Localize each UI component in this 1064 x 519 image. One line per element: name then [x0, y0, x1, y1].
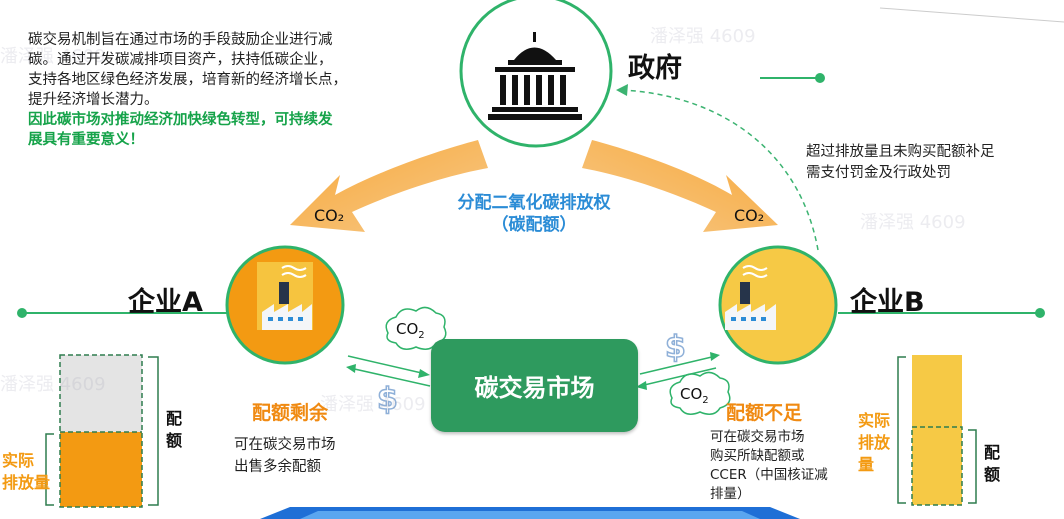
company-b-quota-bracket — [968, 429, 977, 504]
intro-line: 支持各地区绿色经济发展，培育新的经济增长点， — [28, 72, 347, 88]
government-label: 政府 — [628, 53, 682, 84]
factory-icon-b — [725, 265, 776, 330]
company-b-actual-bar — [912, 355, 962, 505]
description-line: CCER（中国核证减 — [710, 467, 828, 483]
co2-cloud-a — [385, 306, 447, 350]
description-line: 出售多余配额 — [234, 459, 321, 475]
intro-paragraph: 碳交易机制旨在通过市场的手段鼓励企业进行减 碳。通过开发碳减排项目资产，扶持低碳… — [28, 30, 428, 150]
co2-label-right: CO₂ — [734, 206, 765, 225]
description-line: 排量） — [710, 486, 751, 502]
description-line: 可在碳交易市场 — [710, 429, 805, 445]
company-a-quota-bracket — [148, 356, 159, 506]
quota-char: 额 — [166, 431, 183, 450]
watermark: 潘泽强 4609 — [860, 212, 966, 233]
penalty-line: 需支付罚金及行政处罚 — [806, 165, 951, 181]
market-to-b-arrow — [639, 355, 717, 375]
intro-conclusion: 因此碳市场对推动经济加快绿色转型，可持续发 — [28, 112, 333, 128]
intro-line: 碳交易机制旨在通过市场的手段鼓励企业进行减 — [28, 32, 333, 48]
company-a-description: 可在碳交易市场 出售多余配额 — [234, 434, 336, 478]
penalty-line: 超过排放量且未购买配额补足 — [806, 144, 995, 160]
company-b-description: 可在碳交易市场 购买所缺配额或 CCER（中国核证减 排量） — [710, 428, 828, 504]
market-to-a-arrow — [349, 367, 431, 387]
co2-cloud-b-label: CO2 — [680, 385, 709, 406]
b-to-market-arrow — [639, 367, 717, 387]
svg-text:$: $ — [665, 330, 686, 365]
company-a-actual-bar — [60, 432, 142, 507]
allocation-label: 分配二氧化碳排放权 （碳配额） — [440, 192, 628, 236]
a-to-market-arrow — [347, 355, 427, 375]
carbon-market-box: 碳交易市场 — [431, 339, 638, 432]
company-b-quota-bar — [911, 426, 963, 506]
allocation-line: 分配二氧化碳排放权 — [457, 193, 611, 213]
actual-line: 排放量 — [2, 473, 51, 492]
penalty-arrow — [621, 89, 819, 251]
intro-conclusion: 展具有重要意义！ — [28, 132, 144, 148]
actual-line: 量 — [858, 455, 875, 474]
company-a-connector-dot — [17, 308, 27, 318]
watermark: 潘泽强 4609 — [320, 394, 426, 415]
dollar-icon-b: $ — [664, 329, 686, 366]
penalty-text: 超过排放量且未购买配额补足 需支付罚金及行政处罚 — [806, 142, 995, 184]
capitol-icon — [488, 32, 582, 120]
actual-line: 实际 — [2, 451, 35, 470]
description-line: 购买所缺配额或 — [710, 448, 805, 464]
company-b-connector-dot — [1035, 308, 1045, 318]
company-b-label: 企业B — [850, 287, 925, 318]
company-a-actual-label: 实际 排放量 — [2, 450, 50, 494]
company-b-circle — [718, 245, 838, 365]
dollar-icon-a: $ — [376, 381, 398, 418]
government-circle — [459, 0, 613, 148]
company-b-actual-label: 实际 排放 量 — [858, 410, 890, 476]
co2-label-left: CO₂ — [314, 206, 345, 225]
co2-cloud-a-label: CO2 — [396, 320, 425, 341]
government-connector-dot — [815, 73, 825, 83]
co2-cloud-b — [669, 371, 731, 415]
actual-line: 实际 — [858, 411, 891, 430]
allocation-line: （碳配额） — [491, 215, 577, 235]
company-a-actual-bracket — [45, 433, 54, 506]
company-a-status: 配额剩余 — [252, 402, 329, 424]
intro-line: 提升经济增长潜力。 — [28, 92, 159, 108]
company-b-status: 配额不足 — [726, 402, 803, 424]
company-a-quota-label: 配 额 — [166, 408, 182, 452]
intro-line: 碳。通过开发碳减排项目资产，扶持低碳企业， — [28, 52, 333, 68]
factory-icon-a — [257, 262, 313, 330]
svg-text:$: $ — [377, 382, 398, 417]
description-line: 可在碳交易市场 — [234, 437, 336, 453]
actual-line: 排放 — [858, 433, 891, 452]
watermark: 潘泽强 4609 — [0, 374, 106, 395]
watermark: 潘泽强 4609 — [0, 46, 106, 67]
quota-char: 配 — [984, 443, 1001, 462]
watermark: 潘泽强 4609 — [650, 26, 756, 47]
penalty-arrowhead — [616, 84, 628, 96]
quota-char: 配 — [166, 409, 183, 428]
quota-char: 额 — [984, 465, 1001, 484]
company-b-actual-bracket — [897, 356, 906, 504]
company-a-label: 企业A — [128, 287, 203, 318]
company-b-quota-label: 配 额 — [984, 442, 1000, 486]
top-divider — [879, 7, 1064, 23]
allocation-arrow-right — [582, 140, 778, 232]
allocation-arrow-left — [290, 140, 488, 232]
